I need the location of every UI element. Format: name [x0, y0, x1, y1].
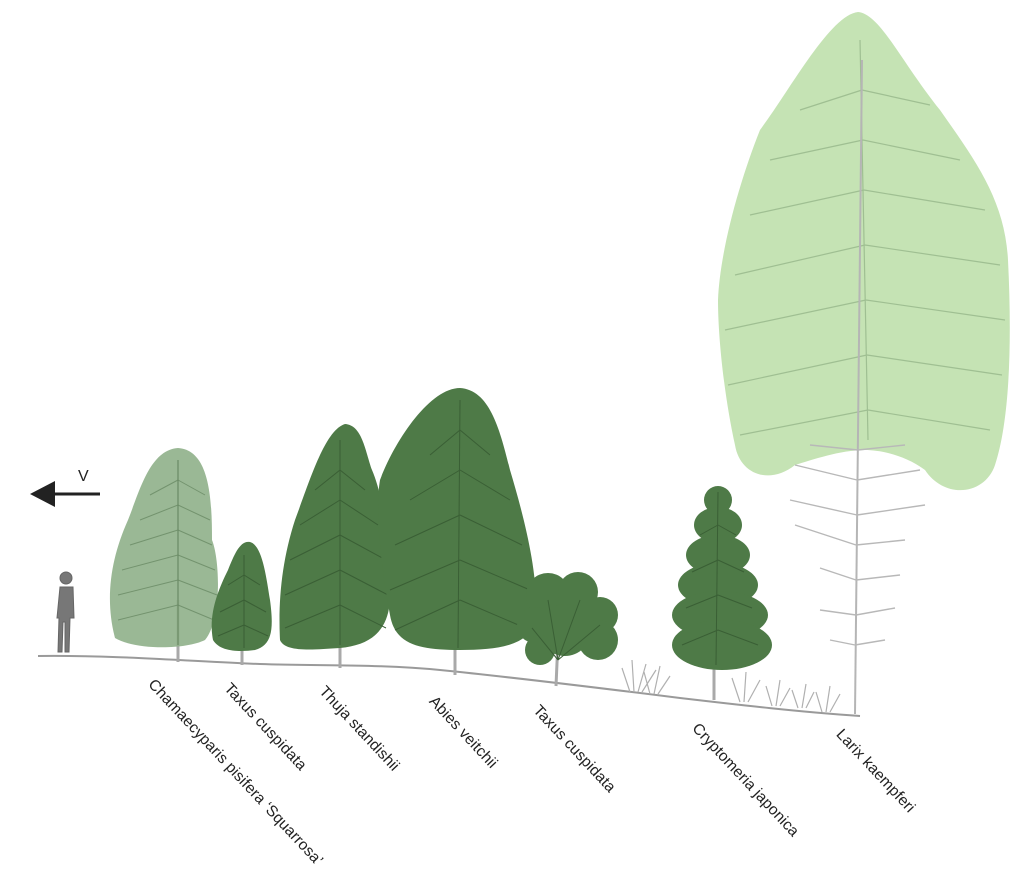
crown-abies: [378, 388, 536, 650]
crown-taxus-1: [211, 541, 272, 651]
crown-thuja: [279, 424, 391, 650]
crown-chamaecyparis: [109, 448, 218, 648]
tree-thuja: [279, 424, 391, 668]
ground-line: [37, 654, 861, 717]
crown-cryptomeria: [672, 486, 772, 670]
tree-taxus-2: [517, 572, 618, 687]
person-scale-icon: [56, 571, 75, 653]
tree-larix: [718, 12, 1010, 715]
tree-abies: [378, 388, 536, 675]
crown-taxus-2: [517, 572, 618, 665]
grass-tufts: [621, 659, 841, 713]
tree-taxus-1: [211, 541, 272, 665]
direction-arrow-icon: [30, 481, 100, 507]
direction-label: V: [78, 468, 89, 485]
tree-cryptomeria: [672, 486, 772, 700]
tree-chamaecyparis: [109, 448, 218, 662]
